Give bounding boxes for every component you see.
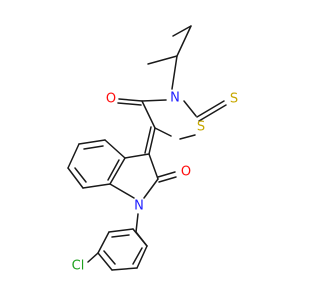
atom-label-n-thiazolidine: N bbox=[170, 91, 180, 106]
bond bbox=[111, 267, 138, 271]
bond bbox=[117, 102, 142, 106]
atom-label-s-ring: S bbox=[197, 120, 205, 135]
bond bbox=[147, 55, 178, 65]
atom-label-s-thioxo: S bbox=[230, 92, 238, 107]
bond bbox=[109, 157, 126, 185]
bond bbox=[132, 247, 143, 265]
bond bbox=[78, 139, 106, 145]
bond bbox=[141, 100, 156, 129]
atom-label-o-indolinone: O bbox=[181, 165, 191, 180]
atom-label-o-thiazolidine: O bbox=[106, 92, 116, 107]
molecule-structure: N O S S O N Cl bbox=[67, 25, 238, 274]
bond bbox=[108, 228, 134, 233]
bond bbox=[104, 139, 126, 159]
bond bbox=[148, 153, 159, 180]
bond bbox=[136, 245, 148, 269]
bond bbox=[118, 98, 143, 102]
atom-label-n-indole: N bbox=[134, 199, 144, 214]
bond bbox=[109, 183, 135, 199]
bond bbox=[82, 183, 111, 189]
bond bbox=[198, 104, 227, 122]
bond bbox=[179, 134, 196, 140]
bond bbox=[176, 25, 192, 57]
bond bbox=[157, 171, 176, 178]
bond bbox=[196, 100, 225, 118]
bond bbox=[97, 231, 110, 254]
bond bbox=[172, 25, 192, 37]
bond bbox=[143, 178, 159, 199]
bond bbox=[103, 250, 116, 265]
bond bbox=[148, 127, 156, 155]
bond bbox=[132, 228, 148, 247]
bond bbox=[183, 100, 197, 117]
bond bbox=[111, 234, 130, 238]
bond bbox=[171, 55, 178, 90]
bond bbox=[135, 213, 139, 233]
bond bbox=[141, 99, 167, 102]
bond bbox=[124, 153, 150, 159]
atom-label-cl: Cl bbox=[72, 259, 85, 274]
bond bbox=[154, 127, 172, 137]
bond bbox=[158, 176, 177, 183]
structure-diagram: N O S S O N Cl bbox=[67, 25, 238, 274]
bond bbox=[144, 126, 152, 154]
bond bbox=[74, 167, 87, 183]
bond bbox=[107, 159, 120, 181]
bond bbox=[83, 145, 104, 150]
bond bbox=[67, 167, 84, 189]
bond bbox=[67, 143, 80, 169]
bond bbox=[87, 252, 99, 263]
bond bbox=[97, 252, 113, 271]
